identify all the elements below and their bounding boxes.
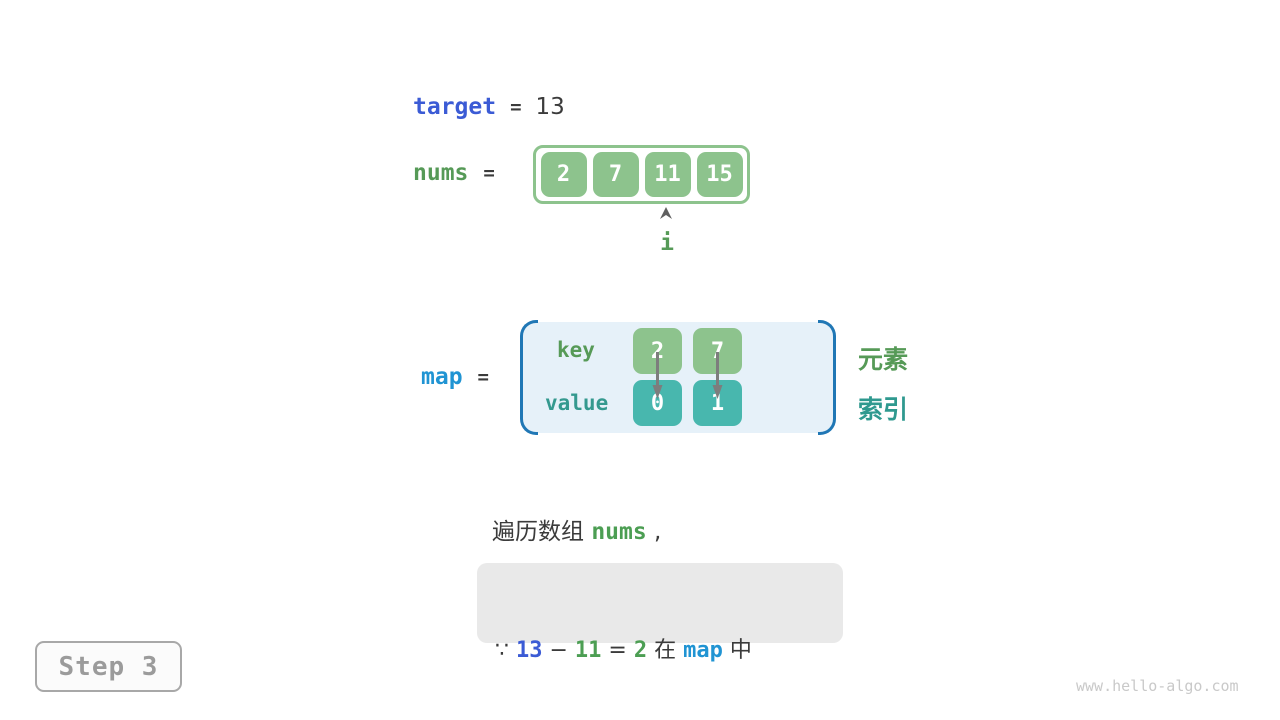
watermark: www.hello-algo.com (1076, 677, 1239, 695)
step-badge: Step 3 (35, 641, 182, 692)
map-label-row: map = (421, 364, 489, 390)
nums-equals: = (483, 162, 495, 184)
nums-array-cell: 11 (644, 152, 691, 197)
index-pointer-label: i (660, 230, 674, 256)
caption-text: 遍历数组 nums , (492, 519, 662, 545)
down-arrow-icon (712, 352, 723, 399)
nums-array-cell: 2 (540, 152, 587, 197)
map-key-cell: 2 (633, 328, 682, 374)
map-equals: = (477, 366, 489, 388)
target-row: target = 13 (413, 94, 565, 120)
up-arrow-icon (660, 207, 672, 219)
map-key-row-label: key (557, 338, 595, 362)
map-container: key value 2 7 0 1 (520, 320, 836, 435)
nums-array: 2 7 11 15 (533, 145, 750, 204)
nums-row: nums = (413, 160, 495, 186)
map-right-bracket (818, 320, 836, 435)
annotation-index: 索引 (858, 395, 909, 424)
down-arrow-icon (652, 352, 663, 399)
conclusion-note: ∵ 13 − 11 = 2 在 map 中 ∴ 返回元素组合索引 [0, 2] (477, 563, 843, 663)
nums-array-cell: 15 (696, 152, 743, 197)
map-value-row-label: value (545, 391, 609, 415)
nums-label: nums (413, 160, 469, 186)
target-value: 13 (535, 94, 565, 120)
target-label: target (413, 94, 497, 120)
nums-array-cell: 7 (592, 152, 639, 197)
map-left-bracket (520, 320, 538, 435)
target-equals: = (510, 96, 522, 118)
map-label: map (421, 364, 463, 390)
note-line-1: ∵ 13 − 11 = 2 在 map 中 (495, 638, 752, 663)
annotation-element: 元素 (858, 345, 909, 374)
